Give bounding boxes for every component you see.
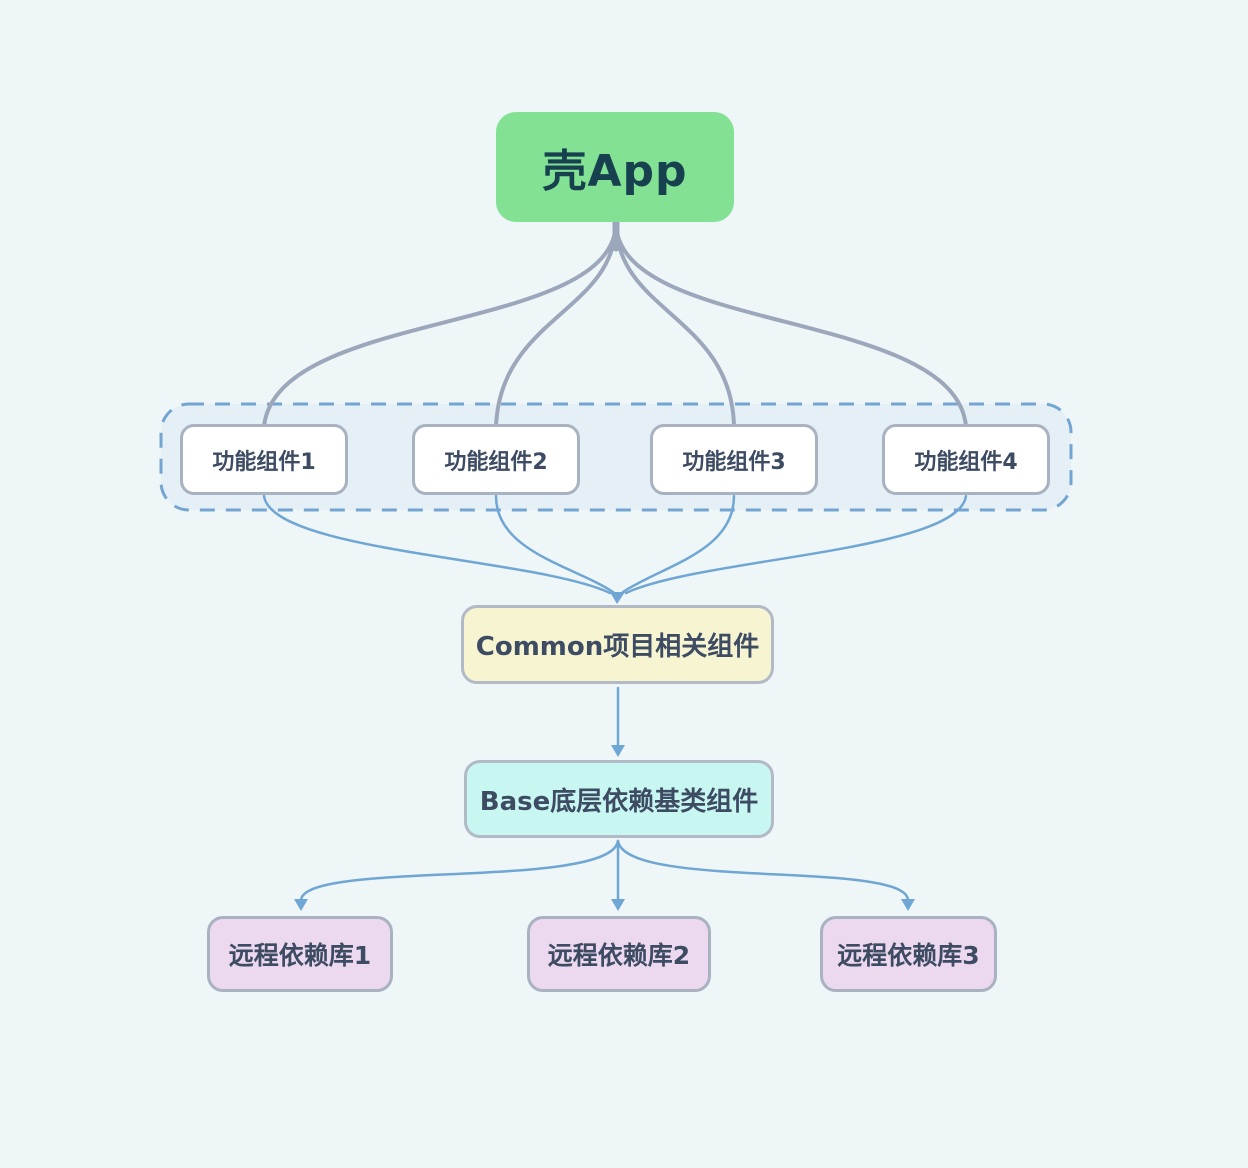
edge-shell-to-component-2	[494, 220, 618, 428]
components-to-common-edges	[262, 494, 968, 604]
shell-to-components-edges	[262, 216, 968, 428]
common-to-base-edge	[611, 686, 625, 757]
node-common-components: Common项目相关组件	[461, 605, 774, 684]
node-remote-lib-1: 远程依赖库1	[207, 916, 393, 992]
edge-base-to-remote-1	[299, 839, 620, 902]
node-remote-lib-2: 远程依赖库2	[527, 916, 711, 992]
arrowhead-into-remote-3	[901, 899, 915, 911]
edge-shell-to-component-4	[614, 220, 968, 428]
node-remote-lib-3: 远程依赖库3	[820, 916, 997, 992]
node-component-2: 功能组件2	[412, 424, 580, 495]
edge-component-3-to-common	[621, 494, 736, 594]
edge-component-2-to-common	[494, 494, 615, 594]
edge-component-1-to-common	[262, 494, 612, 595]
remote-lib-2-label: 远程依赖库2	[547, 941, 691, 970]
shell-app-label: 壳App	[542, 146, 688, 197]
node-base-components: Base底层依赖基类组件	[464, 760, 774, 838]
remote-lib-1-label: 远程依赖库1	[228, 941, 372, 970]
node-component-3: 功能组件3	[650, 424, 818, 495]
node-shell-app: 壳App	[496, 112, 734, 222]
common-components-label: Common项目相关组件	[475, 632, 760, 662]
node-component-1: 功能组件1	[180, 424, 348, 495]
arrowhead-into-remote-1	[294, 899, 308, 911]
component-2-label: 功能组件2	[444, 449, 548, 475]
arrowhead-into-base	[611, 745, 625, 757]
edge-shell-to-component-1	[262, 220, 618, 428]
node-component-4: 功能组件4	[882, 424, 1050, 495]
component-1-label: 功能组件1	[212, 449, 316, 475]
feature-components-group-box	[159, 402, 1073, 512]
edge-shell-to-component-3	[614, 220, 736, 428]
edge-base-to-remote-3	[616, 839, 910, 902]
arrowhead-into-common	[610, 592, 625, 604]
remote-lib-3-label: 远程依赖库3	[837, 941, 980, 970]
arrowhead-into-remote-2	[611, 899, 625, 911]
component-4-label: 功能组件4	[914, 449, 1018, 475]
base-components-label: Base底层依赖基类组件	[479, 786, 759, 817]
base-to-remotes-edges	[294, 839, 915, 911]
edge-component-4-to-common	[624, 494, 968, 595]
component-3-label: 功能组件3	[682, 449, 786, 475]
